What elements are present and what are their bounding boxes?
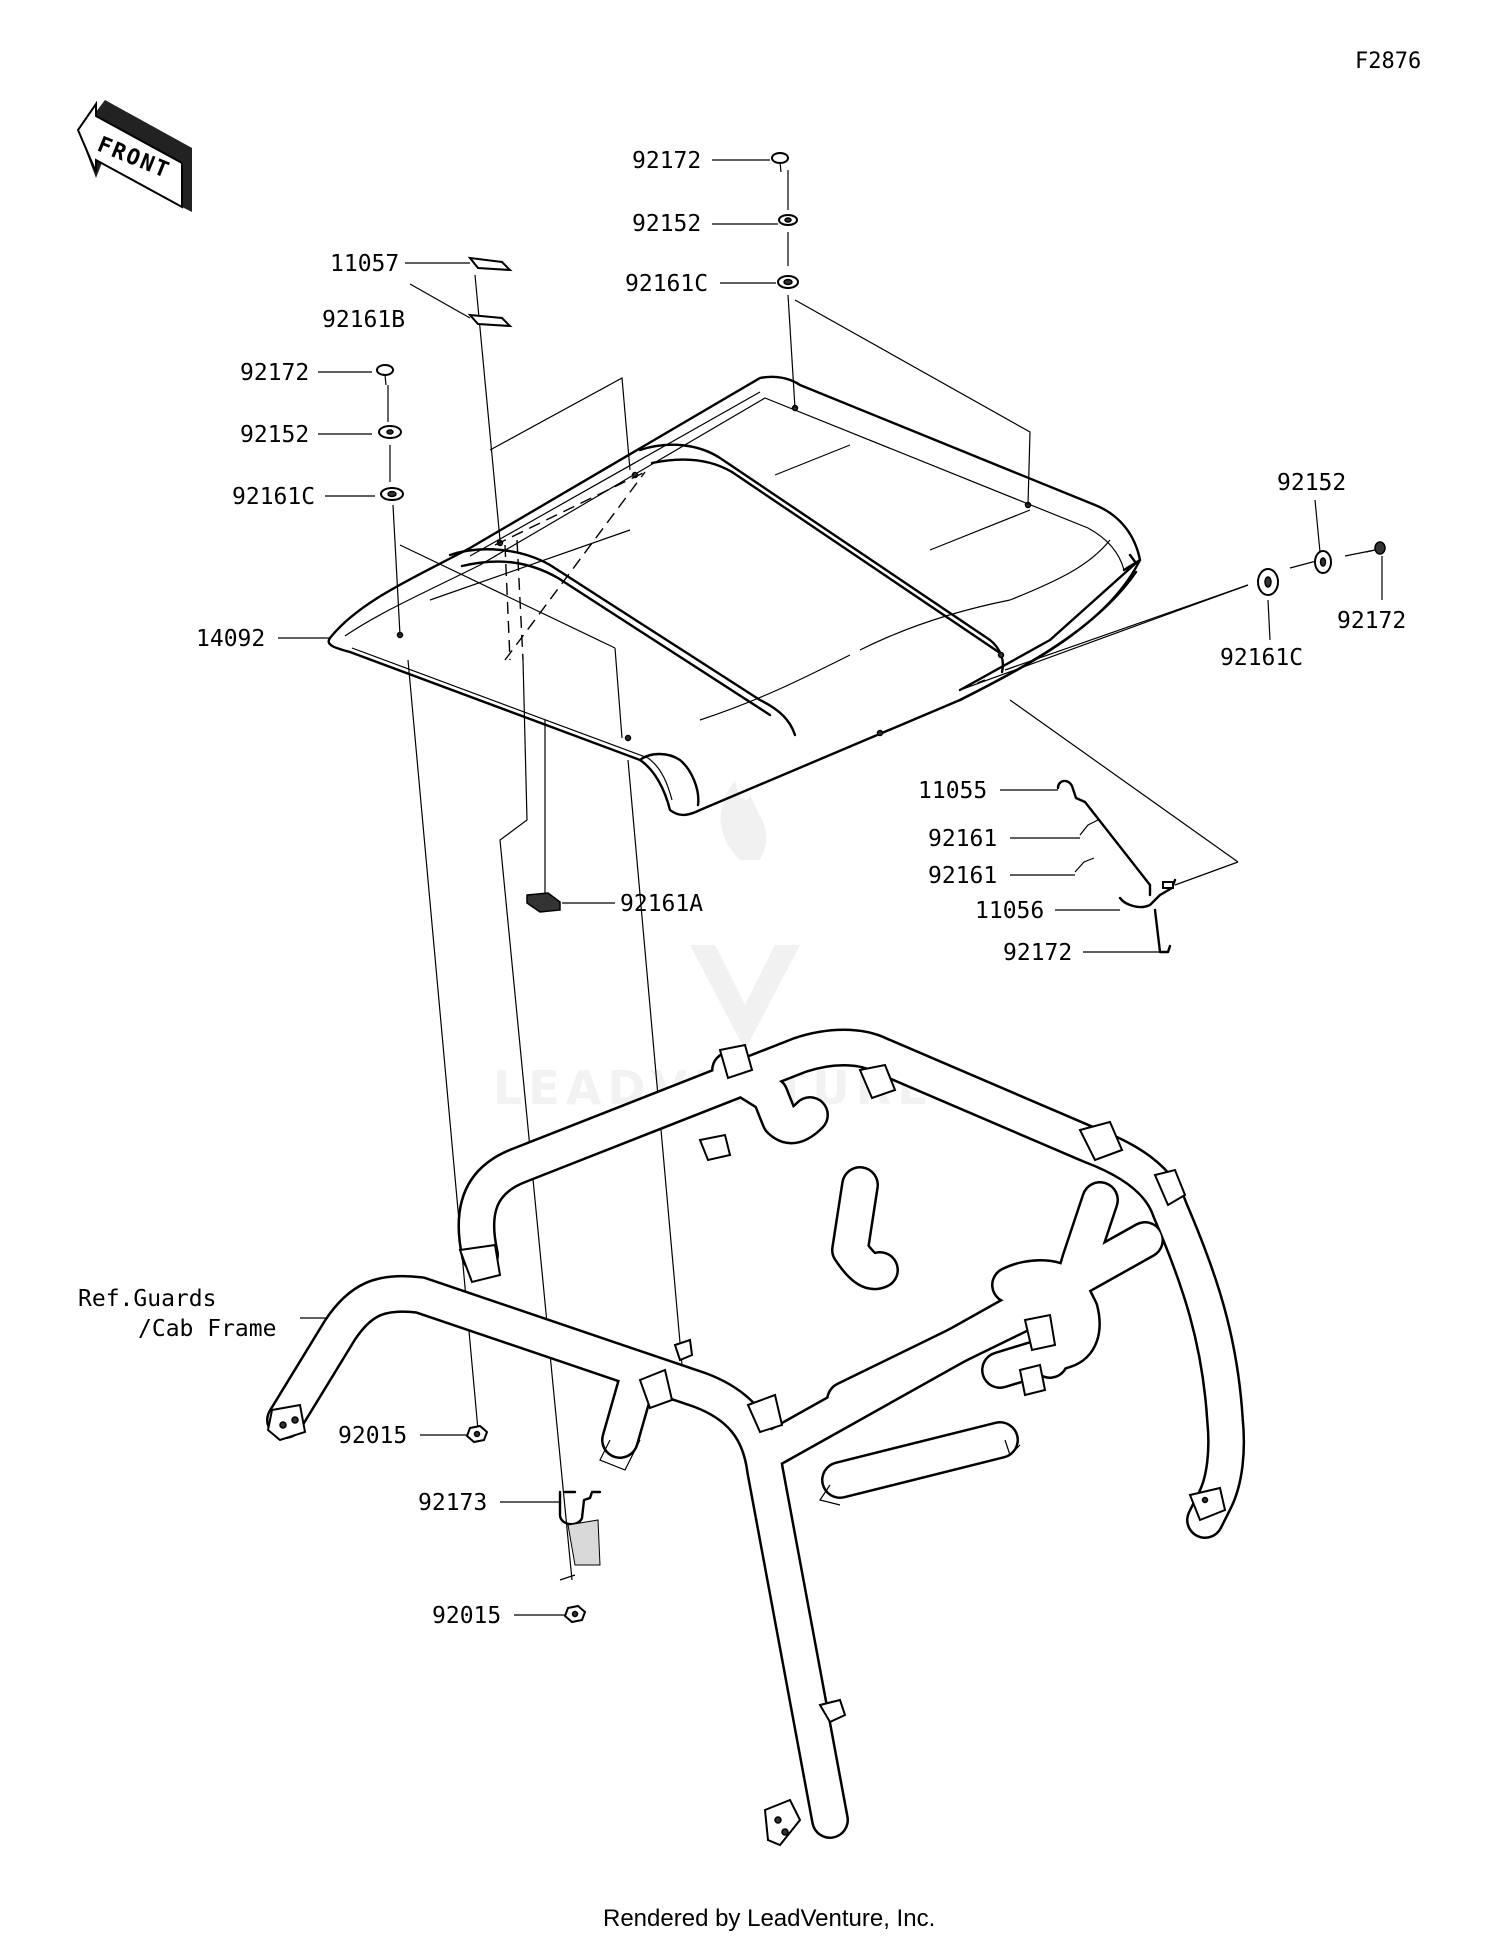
callout-92152-left: 92152 (240, 422, 309, 448)
diagram-code: F2876 (1355, 49, 1421, 74)
callout-92161-a: 92161 (928, 826, 997, 852)
callout-92161b: 92161B (322, 307, 405, 333)
bolt-icon-92172-left (376, 364, 394, 386)
callout-92152-right: 92152 (1277, 470, 1346, 496)
plate-icon-92161b (467, 313, 513, 328)
cab-frame-reference (266, 1028, 1246, 1847)
callout-11055: 11055 (918, 778, 987, 804)
callout-14092: 14092 (196, 626, 265, 652)
callout-92172-bracket: 92172 (1003, 940, 1072, 966)
reference-note-line2: /Cab Frame (138, 1316, 276, 1342)
bolt-icon-92172-right (1365, 541, 1386, 555)
callout-11056: 11056 (975, 898, 1044, 924)
hidden-lines (494, 471, 986, 691)
bracket-icon-11055-11056 (1056, 779, 1177, 954)
callout-92161a: 92161A (620, 891, 703, 917)
callout-92161c-top: 92161C (625, 271, 708, 297)
callout-92161-b: 92161 (928, 863, 997, 889)
callout-92161c-right: 92161C (1220, 645, 1303, 671)
reference-note-line1: Ref.Guards (78, 1286, 216, 1312)
bolt-icon-92172-top (771, 152, 789, 173)
nut-icon-92015-upper (465, 1424, 489, 1444)
hardware (376, 152, 1386, 1624)
callout-92172-left: 92172 (240, 360, 309, 386)
callout-92161c-left: 92161C (232, 484, 315, 510)
callout-92015-upper: 92015 (338, 1423, 407, 1449)
callout-11057: 11057 (330, 251, 399, 277)
callout-92152-top: 92152 (632, 211, 701, 237)
pad-icon-92161a (526, 892, 561, 913)
callout-92015-lower: 92015 (432, 1603, 501, 1629)
nut-icon-92015-lower (563, 1604, 587, 1624)
callout-labels: 92172 92152 92161C 11057 92161B 92172 92… (78, 148, 1406, 1629)
callout-92172-top: 92172 (632, 148, 701, 174)
callout-92173: 92173 (418, 1490, 487, 1516)
roof-panel-14092 (327, 375, 1142, 817)
plate-icon-11057 (467, 256, 513, 272)
footer-credit: Rendered by LeadVenture, Inc. (603, 1905, 935, 1932)
clamp-icon-92173 (558, 1490, 602, 1566)
front-arrow-icon: FRONT (76, 100, 192, 212)
callout-92172-right: 92172 (1337, 608, 1406, 634)
